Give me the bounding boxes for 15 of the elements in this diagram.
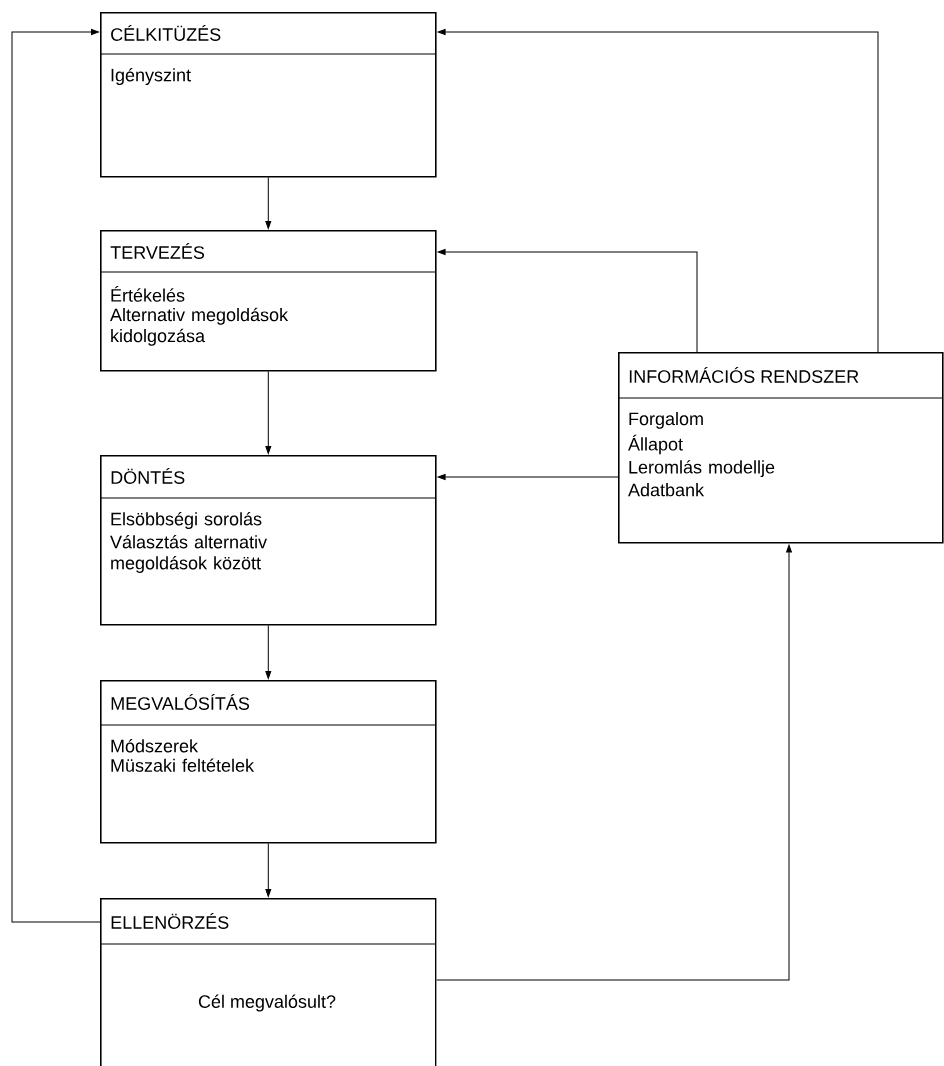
arrow: [11, 29, 101, 923]
arrow: [265, 371, 272, 454]
process-box: INFORMÁCIÓS RENDSZER Forgalom Állapot Leromlás modellje Adatbank: [617, 352, 944, 544]
process-box: CÉLKITÜZÉS Igényszint: [99, 12, 437, 178]
process-box: DÖNTÉS Elsöbbségi sorolás Választás alternativ megoldások között: [99, 455, 437, 626]
arrow: [437, 249, 698, 353]
arrow: [265, 177, 272, 229]
process-box: ELLENÖRZÉS Cél megvalósult?: [99, 898, 437, 1066]
process-box: MEGVALÓSÍTÁS Módszerek Müszaki feltételek: [99, 680, 437, 844]
arrow: [437, 29, 879, 353]
arrow: [265, 625, 272, 679]
arrow: [436, 544, 792, 981]
arrow: [437, 474, 619, 480]
process-box: TERVEZÉS Értékelés Alternativ megoldások kidolgozása: [99, 230, 437, 372]
arrow: [265, 843, 272, 897]
